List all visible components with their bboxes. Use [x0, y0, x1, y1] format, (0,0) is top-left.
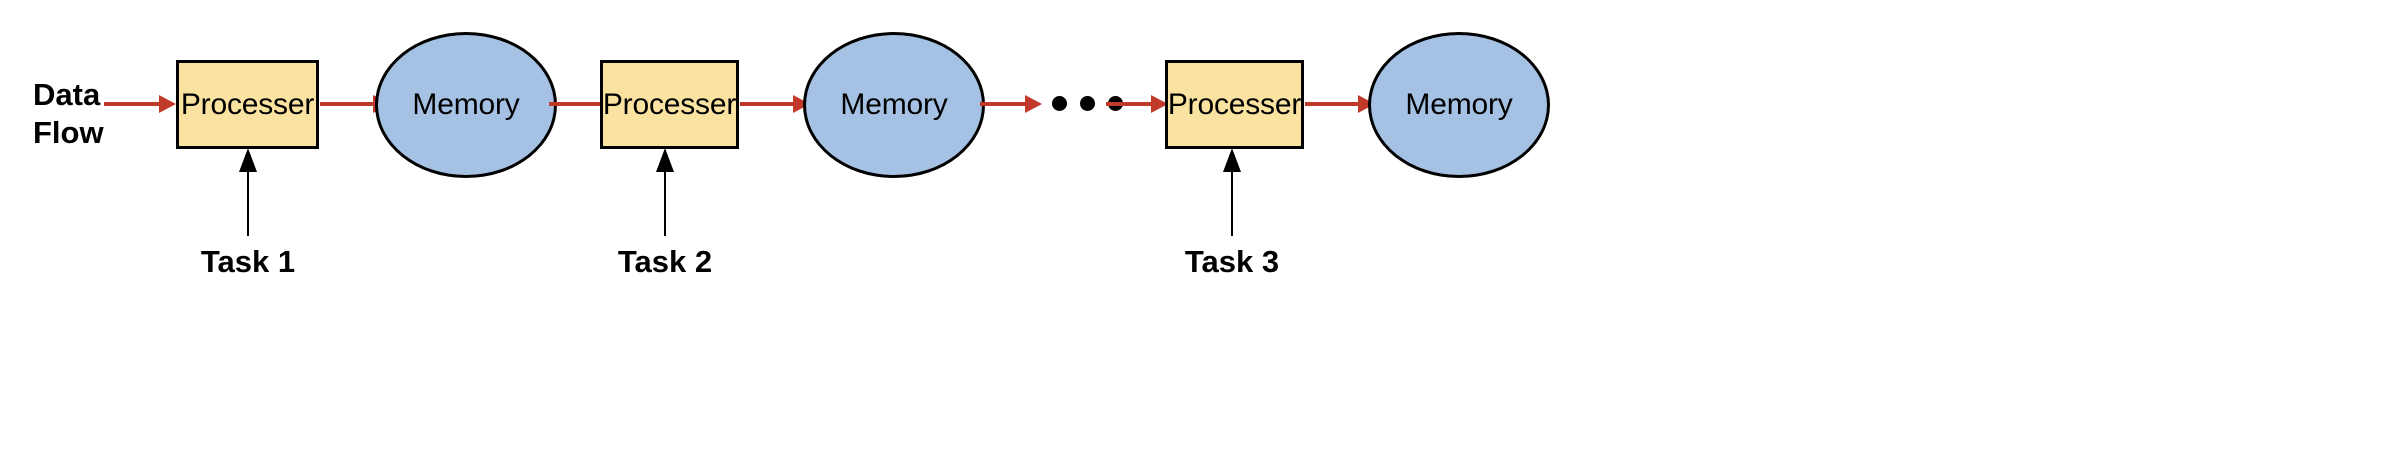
memory-label-2: Memory: [840, 88, 948, 121]
task-label-3: Task 3: [1184, 244, 1280, 279]
memory-label-1: Memory: [412, 88, 520, 121]
memory-node-2[interactable]: Memory: [803, 32, 985, 178]
ellipsis-dot: [1052, 96, 1067, 111]
flow-arrow-3: [740, 94, 810, 114]
arrow-shaft: [740, 102, 793, 106]
arrow-shaft: [664, 170, 666, 236]
processer-label-3: Processer: [1167, 87, 1302, 121]
processer-node-1[interactable]: Processer: [176, 60, 319, 149]
arrow-head: [656, 148, 674, 172]
processer-node-2[interactable]: Processer: [600, 60, 739, 149]
processer-label-1: Processer: [180, 87, 315, 121]
flow-arrow-in: [104, 94, 176, 114]
data-flow-line1: Data: [33, 77, 101, 112]
arrow-shaft: [980, 102, 1025, 106]
arrow-head: [1223, 148, 1241, 172]
task-label-1: Task 1: [200, 244, 296, 279]
arrow-head: [239, 148, 257, 172]
ellipsis-continuation: [1052, 96, 1123, 111]
arrow-shaft: [104, 102, 159, 106]
ellipsis-dot: [1080, 96, 1095, 111]
processer-label-2: Processer: [602, 87, 737, 121]
memory-label-3: Memory: [1405, 88, 1513, 121]
arrow-head: [159, 95, 176, 113]
arrow-shaft: [1305, 102, 1358, 106]
ellipsis-dot: [1108, 96, 1123, 111]
arrow-shaft: [247, 170, 249, 236]
flow-arrow-4: [980, 94, 1042, 114]
memory-node-1[interactable]: Memory: [375, 32, 557, 178]
task-arrow-1: [237, 148, 259, 236]
flow-arrow-6: [1305, 94, 1375, 114]
data-flow-label: Data Flow: [33, 76, 104, 152]
memory-node-3[interactable]: Memory: [1368, 32, 1550, 178]
data-flow-line2: Flow: [33, 114, 104, 150]
processer-node-3[interactable]: Processer: [1165, 60, 1304, 149]
task-arrow-2: [654, 148, 676, 236]
arrow-head: [1025, 95, 1042, 113]
arrow-shaft: [1231, 170, 1233, 236]
task-label-2: Task 2: [617, 244, 713, 279]
arrow-shaft: [320, 102, 373, 106]
task-arrow-3: [1221, 148, 1243, 236]
